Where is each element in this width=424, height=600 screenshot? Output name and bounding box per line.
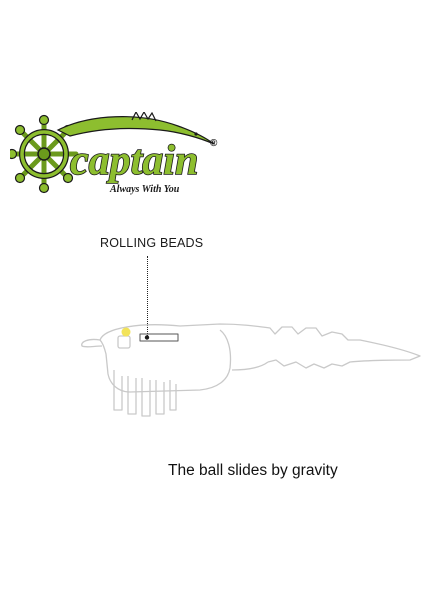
shrimp-lure-diagram — [81, 323, 421, 417]
leg-outline — [155, 380, 165, 415]
antenna-outline — [81, 338, 103, 348]
eye-highlight — [121, 327, 131, 337]
rolling-bead-ball — [144, 335, 150, 340]
fish-icon — [56, 112, 215, 145]
rolling-beads-label: ROLLING BEADS — [100, 236, 204, 250]
leg-outline — [127, 376, 137, 415]
callout-leader-line — [147, 256, 148, 336]
eye-socket-outline — [117, 335, 131, 349]
leg-outline — [141, 378, 151, 417]
leg-outline — [113, 370, 123, 411]
registered-mark: ® — [210, 138, 218, 149]
brand-tagline: Always With You — [109, 184, 180, 195]
carapace-outline — [99, 329, 232, 393]
body-outline — [99, 323, 421, 369]
bead-channel — [139, 333, 179, 342]
captain-logo: captain ® Always With You — [10, 112, 218, 195]
brand-name: captain — [70, 138, 198, 184]
leg-outline — [169, 380, 177, 411]
gravity-caption: The ball slides by gravity — [168, 462, 338, 479]
